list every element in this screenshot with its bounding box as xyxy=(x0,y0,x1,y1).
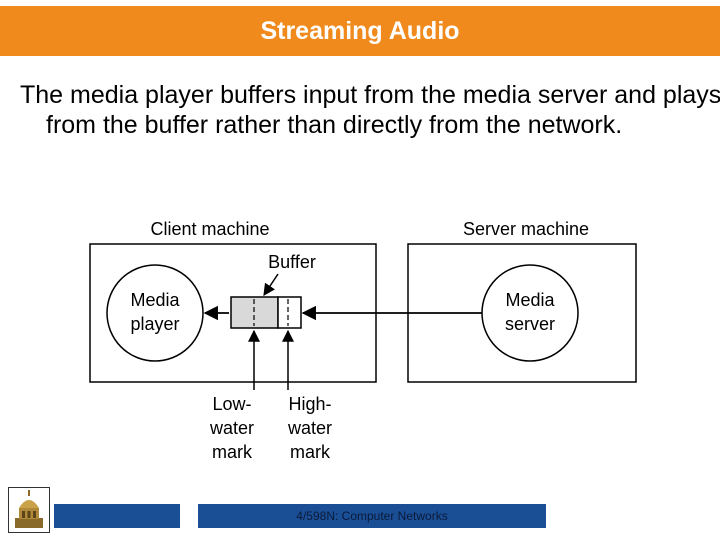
media-server-line2: server xyxy=(505,314,555,334)
media-player-circle xyxy=(106,264,204,362)
buffer-empty-segment xyxy=(277,296,302,329)
server-machine-label: Server machine xyxy=(463,219,589,239)
media-player-line2: player xyxy=(130,314,179,334)
media-player-line1: Media xyxy=(130,290,180,310)
high-water-line2: water xyxy=(287,418,332,438)
client-machine-label: Client machine xyxy=(150,219,269,239)
footer-course-label: 4/598N: Computer Networks xyxy=(296,509,448,523)
dome-seal-icon xyxy=(8,487,50,533)
buffer-label: Buffer xyxy=(268,252,316,272)
high-water-line3: mark xyxy=(290,442,331,462)
media-server-circle xyxy=(481,264,579,362)
slide-title: Streaming Audio xyxy=(260,16,460,45)
footer-bar-course: 4/598N: Computer Networks xyxy=(198,504,546,528)
title-bar: Streaming Audio xyxy=(0,6,720,56)
high-water-line1: High- xyxy=(288,394,331,414)
low-water-line2: water xyxy=(209,418,254,438)
buffer-pointer-arrow xyxy=(263,273,279,296)
low-water-line3: mark xyxy=(212,442,253,462)
low-water-line1: Low- xyxy=(212,394,251,414)
slide-body-text: The media player buffers input from the … xyxy=(20,81,720,139)
footer-bar-left xyxy=(54,504,180,528)
media-server-line1: Media xyxy=(505,290,555,310)
